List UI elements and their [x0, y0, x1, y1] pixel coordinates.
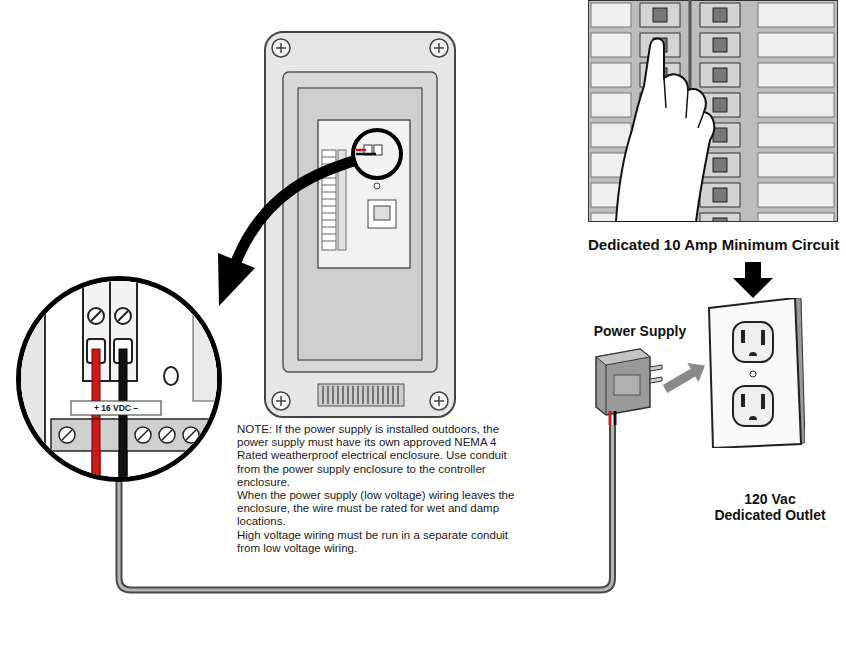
- mounting-hole: [164, 367, 178, 385]
- screw-cross: [276, 43, 444, 406]
- red-wire: [92, 419, 100, 477]
- vent-slots: [323, 386, 398, 404]
- board-hole: [374, 183, 380, 189]
- plug-arrow: [665, 363, 705, 389]
- hand: [616, 39, 714, 223]
- flow-arrow: [733, 262, 773, 298]
- network-jack: [368, 200, 396, 228]
- adapter-body: [596, 349, 650, 415]
- power-supply: Power Supply: [590, 345, 665, 425]
- finger-lines: [664, 78, 704, 128]
- screw-slot: [91, 311, 128, 321]
- network-jack-port: [374, 206, 390, 220]
- terminal-closeup: [21, 281, 217, 477]
- inner-panel: [298, 88, 422, 360]
- outlet-drawing: [705, 298, 805, 448]
- node-caption: Power Supply: [590, 323, 690, 339]
- vent-grille: [318, 384, 404, 406]
- zoom-arrow-shaft: [236, 160, 356, 262]
- panel-edge-line: [44, 281, 46, 477]
- breaker-panel: Dedicated 10 Amp Minimum Circuit: [588, 0, 838, 262]
- adapter-edge: [606, 365, 607, 415]
- black-wire: [119, 419, 127, 477]
- terminal-housing: [83, 281, 137, 381]
- label-strip: [71, 401, 161, 415]
- receptacle-slot: [761, 330, 765, 345]
- lower-terminal-strip: [51, 419, 217, 451]
- receptacle-slot: [741, 394, 745, 407]
- terminal-divider: [109, 281, 111, 381]
- note-text: High voltage wiring must be run in a sep…: [237, 529, 519, 555]
- board-edge: [193, 281, 217, 401]
- plug-prong: [650, 377, 662, 383]
- arrow-head: [733, 278, 773, 298]
- terminal-label: + 16 VDC –: [71, 402, 161, 414]
- cable-core: [119, 425, 613, 590]
- adapter-label-plate: [614, 375, 640, 395]
- red-lead: [609, 411, 612, 425]
- zoom-callout: + 16 VDC –: [16, 276, 222, 482]
- cable-jacket: [119, 425, 613, 590]
- screw-slot: [62, 430, 196, 440]
- plate-screw: [750, 371, 756, 377]
- plug-prong: [650, 365, 662, 371]
- note-text: NOTE: If the power supply is installed o…: [237, 423, 519, 489]
- arrow-shaft: [665, 372, 694, 389]
- circuit-board: [318, 120, 410, 268]
- black-lead: [614, 411, 617, 425]
- wall-outlet: 120 Vac Dedicated Outlet: [705, 298, 805, 448]
- receptacle-slot: [761, 394, 765, 409]
- panel-back: [588, 0, 838, 222]
- low-voltage-cable: [119, 425, 613, 590]
- wall-plate: [709, 298, 801, 448]
- arrow-shaft: [745, 262, 761, 279]
- black-wire: [356, 153, 376, 156]
- node-caption: Dedicated 10 Amp Minimum Circuit: [588, 236, 838, 254]
- ground-hole: [749, 416, 757, 420]
- receptacle: [733, 386, 773, 426]
- zoom-arrow-head: [218, 253, 255, 306]
- magnifier-ring: [353, 130, 401, 178]
- controller-enclosure: [265, 32, 455, 417]
- note-text: When the power supply (low voltage) wiri…: [237, 489, 519, 529]
- arrow-head: [687, 363, 705, 382]
- breaker-panel-drawing: [588, 0, 838, 222]
- panel-edge: [21, 281, 45, 477]
- node-caption: 120 Vac Dedicated Outlet: [711, 491, 829, 523]
- receptacle: [733, 322, 773, 362]
- ground-hole: [749, 352, 757, 356]
- enclosure-body: [265, 32, 455, 417]
- note-block: NOTE: If the power supply is installed o…: [237, 423, 519, 555]
- power-supply-drawing: [590, 345, 665, 425]
- adapter-top: [596, 349, 650, 365]
- enclosure-cover: [283, 72, 437, 372]
- receptacle-slot: [741, 330, 745, 343]
- breaker-rows: [588, 0, 838, 222]
- red-wire: [356, 149, 366, 152]
- zoom-arrow: [218, 160, 356, 306]
